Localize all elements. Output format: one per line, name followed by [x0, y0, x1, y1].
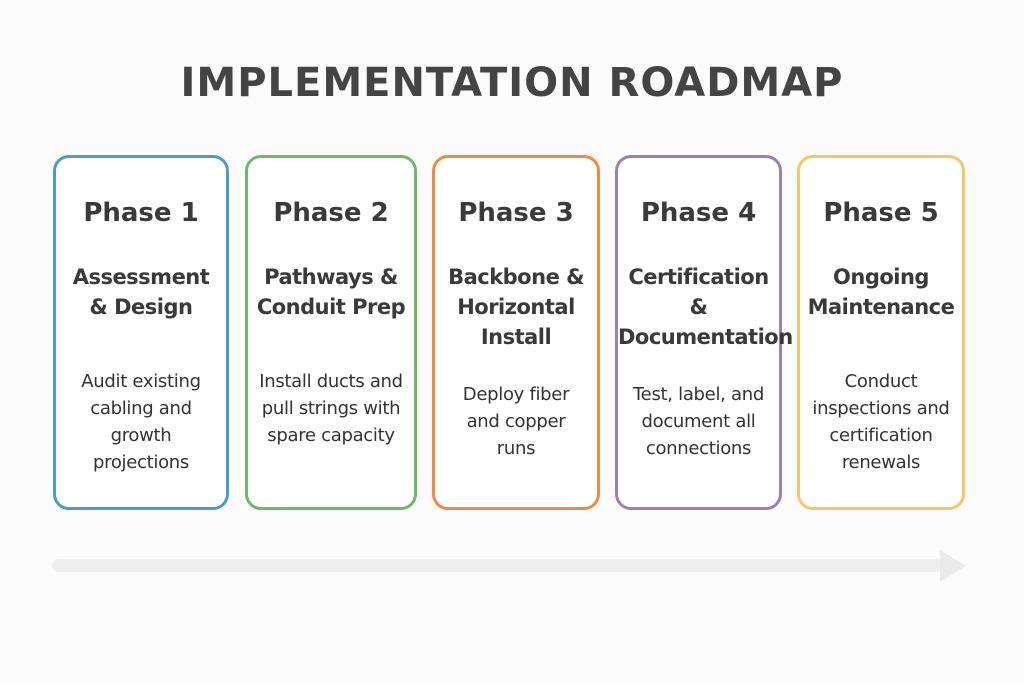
phase-description: Install ducts and pull strings with spar… — [259, 371, 403, 446]
phase-label: Phase 4 — [640, 198, 757, 228]
phase-label: Phase 2 — [273, 198, 389, 228]
phase-card-2: Phase 2 Pathways & Conduit Prep Install … — [245, 155, 417, 510]
phase-name: Ongoing Maintenance — [807, 265, 955, 319]
phase-description: Audit existing cabling and growth projec… — [81, 371, 201, 473]
timeline-arrow-shaft — [52, 559, 942, 572]
phase-name: Certification & Documentation — [618, 265, 793, 349]
phase-card-3: Phase 3 Backbone & Horizontal Install De… — [432, 155, 600, 510]
phase-description: Conduct inspections and certification re… — [812, 371, 950, 473]
arrow-right-icon — [940, 550, 966, 582]
phase-card-5: Phase 5 Ongoing Maintenance Conduct insp… — [797, 155, 965, 510]
phase-description: Test, label, and document all connection… — [633, 384, 764, 459]
phase-name: Assessment & Design — [72, 265, 210, 319]
phase-name: Pathways & Conduit Prep — [256, 265, 406, 319]
phase-card-4: Phase 4 Certification & Documentation Te… — [615, 155, 793, 510]
phase-description: Deploy fiber and copper runs — [462, 384, 570, 459]
phase-label: Phase 5 — [823, 198, 939, 228]
phase-card-1: Phase 1 Assessment & Design Audit existi… — [53, 155, 229, 510]
phase-label: Phase 3 — [458, 198, 574, 228]
page-title: IMPLEMENTATION ROADMAP — [180, 60, 844, 106]
phase-label: Phase 1 — [83, 198, 199, 228]
phase-name: Backbone & Horizontal Install — [448, 265, 584, 349]
